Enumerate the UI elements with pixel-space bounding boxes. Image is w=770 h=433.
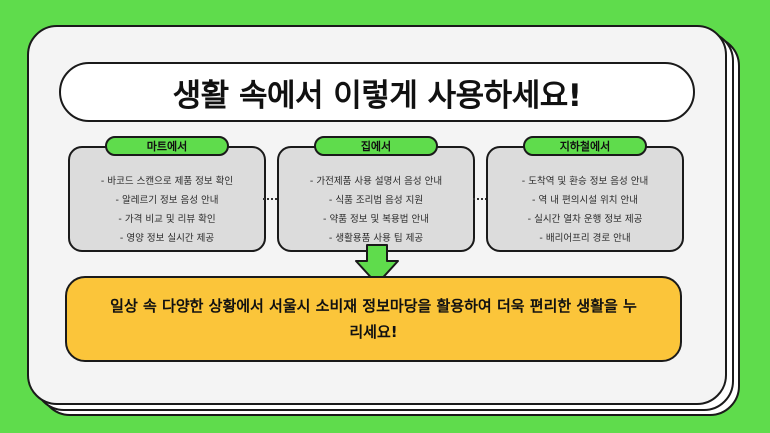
list-item: - 배리어프리 경로 안내: [539, 233, 631, 244]
list-item: - 식품 조리법 음성 지원: [328, 195, 424, 206]
summary-box: 일상 속 다양한 상황에서 서울시 소비재 정보마당을 활용하여 더욱 편리한 …: [65, 276, 682, 362]
list-item: - 생활용품 사용 팁 제공: [328, 233, 424, 244]
summary-text: 일상 속 다양한 상황에서 서울시 소비재 정보마당을 활용하여 더욱 편리한 …: [110, 297, 637, 341]
list-item: - 가전제품 사용 설명서 음성 안내: [309, 176, 443, 187]
connector-dots: [473, 198, 487, 200]
list-item: - 약품 정보 및 복용법 안내: [323, 214, 429, 225]
list-item: - 바코드 스캔으로 제품 정보 확인: [100, 176, 234, 187]
panel-subway: - 도착역 및 환승 정보 음성 안내 - 역 내 편의시설 위치 안내 - 실…: [486, 146, 684, 252]
panel-home: - 가전제품 사용 설명서 음성 안내 - 식품 조리법 음성 지원 - 약품 …: [277, 146, 475, 252]
list-item: - 실시간 열차 운행 정보 제공: [527, 214, 643, 225]
page-title: 생활 속에서 이렇게 사용하세요!: [59, 62, 695, 122]
list-item: - 도착역 및 환승 정보 음성 안내: [521, 176, 649, 187]
panel-tab-mart: 마트에서: [105, 136, 229, 156]
connector-dots: [263, 198, 277, 200]
arrow-down-icon: [355, 244, 399, 285]
list-item: - 가격 비교 및 리뷰 확인: [118, 214, 216, 225]
list-item: - 영양 정보 실시간 제공: [119, 233, 215, 244]
panel-tab-subway: 지하철에서: [523, 136, 647, 156]
list-item: - 역 내 편의시설 위치 안내: [532, 195, 638, 206]
panel-mart: - 바코드 스캔으로 제품 정보 확인 - 알레르기 정보 음성 안내 - 가격…: [68, 146, 266, 252]
panel-tab-home: 집에서: [314, 136, 438, 156]
list-item: - 알레르기 정보 음성 안내: [115, 195, 219, 206]
